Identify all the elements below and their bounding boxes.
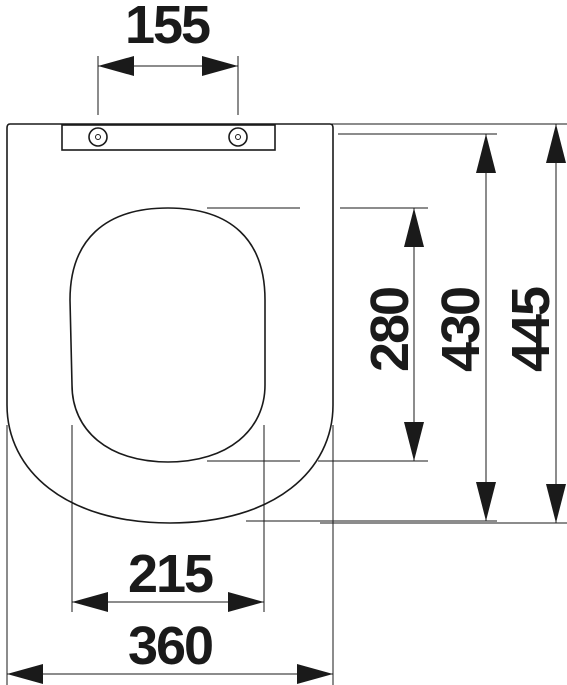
overall-length-label: 445: [501, 287, 561, 372]
overall-width-label: 360: [128, 616, 212, 676]
hinge-spacing-label: 155: [125, 0, 210, 55]
hinge-right-icon: [228, 127, 248, 147]
dimension-overall-width: 360: [6, 425, 334, 685]
dimension-opening-length: 280: [207, 207, 428, 462]
opening-length-label: 280: [360, 288, 420, 372]
dimension-overall-length: 445: [275, 123, 567, 524]
dimension-seat-length: 430: [246, 133, 497, 522]
opening-width-label: 215: [128, 544, 213, 604]
hinge-bar: [61, 124, 276, 151]
dimension-hinge-spacing: 155: [97, 0, 239, 115]
hinge-left-icon: [88, 127, 108, 147]
seat-outline: [6, 123, 334, 524]
dimension-opening-width: 215: [71, 425, 265, 612]
seat-length-label: 430: [431, 288, 491, 372]
seat-opening: [69, 207, 266, 463]
